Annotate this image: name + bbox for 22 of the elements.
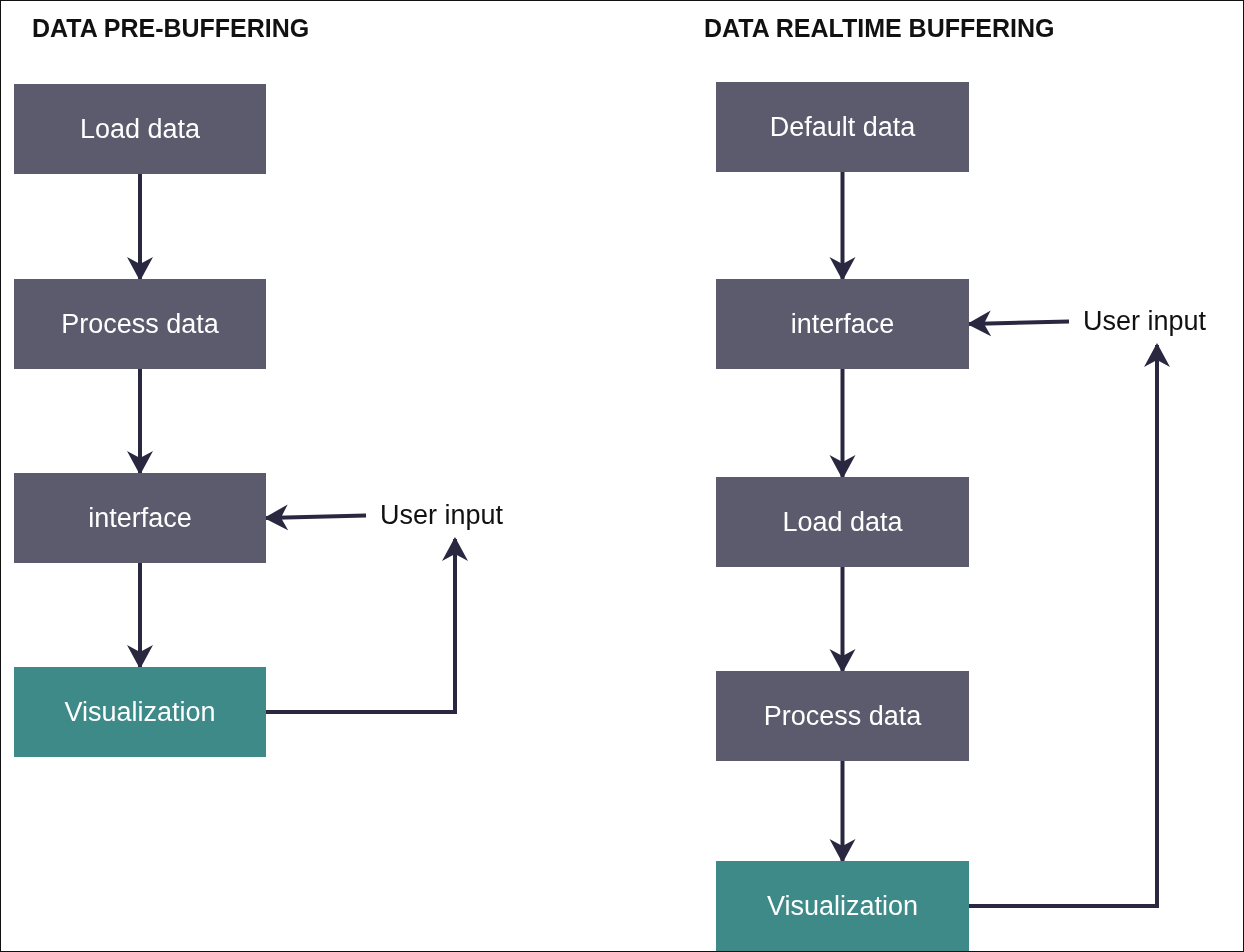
arrow [266,537,468,714]
section-heading: DATA REALTIME BUFFERING [704,14,1055,43]
arrow [969,343,1170,908]
process-box: Process data [14,279,266,369]
arrow [829,172,856,281]
process-box: Process data [716,671,969,761]
process-box: interface [716,279,969,369]
process-box: Default data [716,82,969,172]
input-text: User input [380,500,504,531]
output-box: Visualization [716,861,969,951]
arrow [127,563,153,669]
arrow [127,369,153,475]
arrow [829,369,856,479]
section-heading: DATA PRE-BUFFERING [32,14,310,43]
arrow [127,174,153,281]
input-text: User input [1083,306,1207,337]
arrow [829,567,856,673]
process-box: Load data [716,477,969,567]
process-box: Load data [14,84,266,174]
output-box: Visualization [14,667,266,757]
process-box: interface [14,473,266,563]
arrow [829,761,856,863]
